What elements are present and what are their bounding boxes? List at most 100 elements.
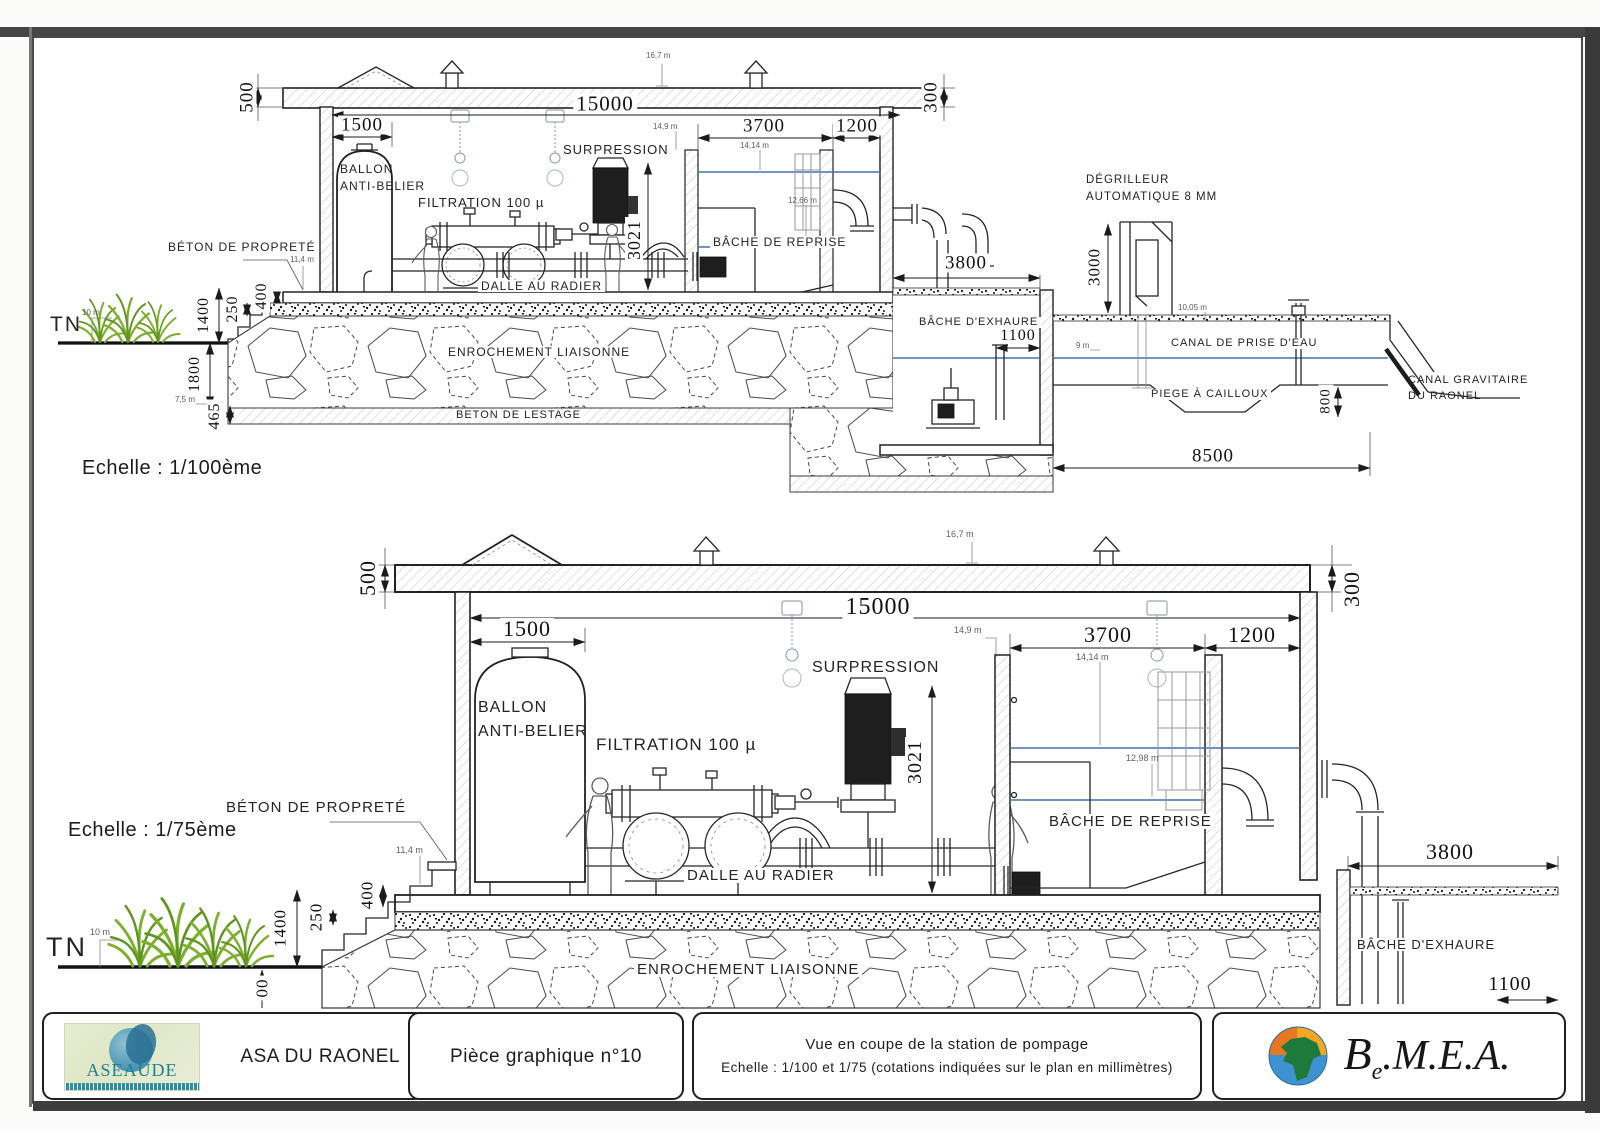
elev-lestage: 7,5 m <box>175 395 196 404</box>
elev-proprete-75: 11,4 m <box>396 845 423 855</box>
hoist-icon <box>781 600 1168 688</box>
elev-canal-water: 9 m <box>1076 341 1090 350</box>
scale-note-75: Echelle : 1/75ème <box>68 819 237 841</box>
view-1-75-linework <box>58 533 1559 1009</box>
ballon-anti-belier <box>336 150 393 292</box>
label-ballon-2: ANTI-BELIER <box>340 179 426 193</box>
degrilleur <box>1119 221 1173 389</box>
drawing-scale-note: Echelle : 1/100 et 1/75 (cotations indiq… <box>721 1060 1173 1076</box>
dim-roof-thickness: 500 <box>237 78 258 116</box>
drawing-title: Vue en coupe de la station de pompage <box>805 1036 1089 1054</box>
elev-wall-top: 14,9 m <box>653 122 678 131</box>
dim-reprise-width-75: 3700 <box>1081 624 1135 646</box>
left-wall-75 <box>454 591 471 896</box>
label-filtration: FILTRATION 100 µ <box>418 195 545 210</box>
dim-1800: 1800 <box>186 353 203 395</box>
filtration-unit <box>425 207 604 289</box>
label-surpression-75: SURPRESSION <box>812 659 940 676</box>
aseaude-logo-text: ASEAUDE <box>86 1060 178 1080</box>
elev-water-high-75: 14,14 m <box>1076 652 1109 662</box>
elev-water-low: 12,66 m <box>788 196 817 205</box>
label-dalle-radier-75: DALLE AU RADIER <box>684 868 838 883</box>
view-1-100-linework <box>58 60 1520 493</box>
label-canal-gravitaire-1: CANAL GRAVITAIRE <box>1408 374 1529 386</box>
label-tn-75: TN <box>46 932 88 962</box>
scale-note-100: Echelle : 1/100ème <box>82 457 263 479</box>
screen-panel <box>794 153 821 231</box>
dim-bay-width: 1200 <box>833 116 881 136</box>
title-block-piece-box: Pièce graphique n°10 <box>408 1012 684 1100</box>
dim-465: 465 <box>206 399 223 433</box>
elev-roof-75: 16,7 m <box>946 529 974 539</box>
scan-band-bottom <box>33 1101 1585 1111</box>
label-piege-cailloux: PIEGE À CAILLOUX <box>1148 389 1272 400</box>
elev-tn: 10 m <box>82 308 100 317</box>
label-canal-gravitaire-2: DU RAONEL <box>1408 390 1482 402</box>
left-wall <box>319 106 334 293</box>
scan-band-right <box>1585 27 1600 1113</box>
elev-water-low-75: 12,98 m <box>1126 753 1159 763</box>
title-block-client-box: ASEAUDE ASA DU RAONEL <box>42 1012 426 1100</box>
title-block-bmea-box: Be.M.E.A. <box>1212 1012 1566 1100</box>
elev-water-high: 14,14 m <box>740 141 769 150</box>
bmea-globe-icon <box>1268 1026 1328 1086</box>
label-beton-proprete: BÉTON DE PROPRETÉ <box>168 240 316 254</box>
label-degrilleur-2: AUTOMATIQUE 8 MM <box>1086 191 1218 203</box>
label-degrilleur-1: DÉGRILLEUR <box>1086 174 1170 186</box>
dim-ballon-width: 1500 <box>338 115 386 135</box>
label-beton-lestage: BETON DE LESTAGE <box>453 410 585 421</box>
dim-degrilleur-height: 3000 <box>1085 245 1104 289</box>
dim-exhaure-inner: 1100 <box>997 328 1039 344</box>
elev-wall-top-75: 14,9 m <box>954 625 982 635</box>
ballon-anti-belier-75 <box>474 656 586 883</box>
aseaude-logo: ASEAUDE <box>64 1023 200 1091</box>
submersible-pump <box>926 368 980 429</box>
label-bache-reprise-75: BÂCHE DE REPRISE <box>1046 814 1215 829</box>
label-bache-reprise: BÂCHE DE REPRISE <box>710 236 850 248</box>
label-ballon-2-75: ANTI-BELIER <box>478 723 588 740</box>
piece-number: Pièce graphique n°10 <box>450 1045 642 1067</box>
label-ballon-1-75: BALLON <box>478 699 548 716</box>
label-bache-exhaure: BÂCHE D'EXHAURE <box>916 317 1042 328</box>
label-bache-exhaure-75: BÂCHE D'EXHAURE <box>1354 938 1499 951</box>
dim-1400: 1400 <box>195 294 212 336</box>
scan-band-left <box>29 27 32 1107</box>
floor-slab <box>282 291 894 304</box>
dim-1400-75: 1400 <box>271 906 290 950</box>
dim-250: 250 <box>224 292 241 326</box>
dim-interior-width-75: 15000 <box>842 595 914 619</box>
elev-tn-75: 10 m <box>90 927 111 937</box>
label-surpression: SURPRESSION <box>563 142 669 157</box>
client-name: ASA DU RAONEL <box>240 1045 400 1067</box>
roof-vent <box>692 536 1121 566</box>
label-tn: TN <box>50 313 82 336</box>
label-dalle-radier: DALLE AU RADIER <box>478 280 606 292</box>
dim-reprise-width: 3700 <box>740 116 788 136</box>
dim-roof-thickness-75: 500 <box>355 557 380 599</box>
dim-interior-width: 15000 <box>573 93 637 115</box>
right-piping-75 <box>1221 760 1409 1004</box>
dim-exhaure-width: 3800 <box>942 253 990 273</box>
aseaude-sphere-icon <box>109 1028 153 1072</box>
floor-slab-75 <box>394 894 1321 913</box>
dim-exhaure-width-75: 3800 <box>1423 841 1477 863</box>
screen-panel <box>1157 671 1211 811</box>
label-canal-prise: CANAL DE PRISE D'EAU <box>1168 338 1321 349</box>
dim-250-75: 250 <box>307 899 326 935</box>
scan-band-top <box>0 27 1600 37</box>
roof-slab-75 <box>394 564 1311 593</box>
surpression-pump-75 <box>840 677 906 848</box>
elev-canal-top: 10,05 m <box>1178 303 1207 312</box>
dim-400: 400 <box>253 279 270 313</box>
elev-roof: 16,7 m <box>646 51 671 60</box>
canal-prise-eau <box>1052 299 1520 413</box>
rock-fill <box>227 315 894 409</box>
person-figure <box>411 223 632 291</box>
gravel-layer <box>269 302 894 317</box>
dim-roof-edge-75: 300 <box>1339 568 1364 610</box>
dim-400-75: 400 <box>358 877 377 913</box>
label-filtration-75: FILTRATION 100 µ <box>596 735 757 754</box>
bmea-logo-text: Be.M.E.A. <box>1343 1027 1511 1085</box>
label-enrochement-75: ENROCHEMENT LIAISONNE <box>634 962 863 977</box>
